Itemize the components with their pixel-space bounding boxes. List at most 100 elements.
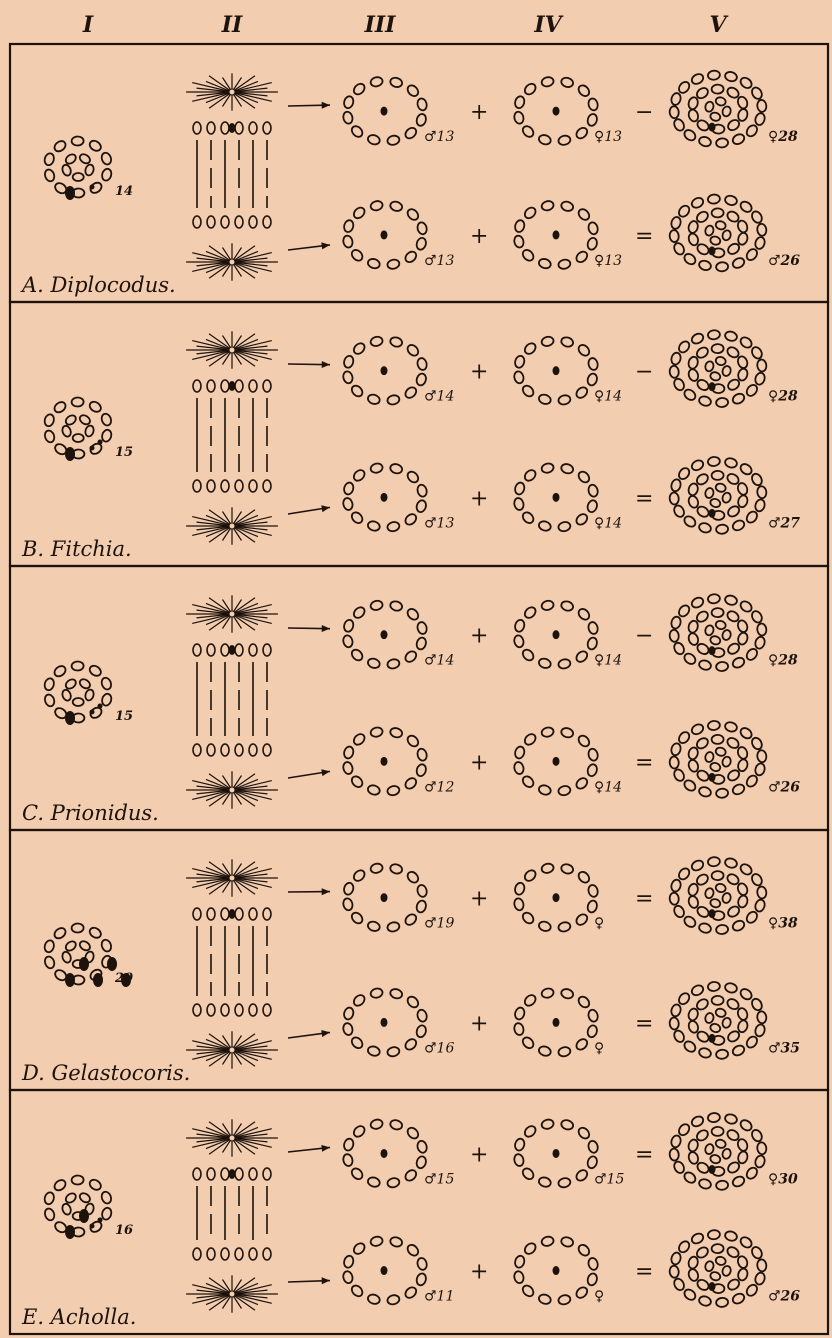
chromosome [513, 111, 525, 125]
chromosome [71, 136, 83, 145]
chromosome [352, 468, 367, 483]
chromosome [711, 471, 723, 480]
chromosome [100, 151, 113, 165]
dark-chromosome [709, 509, 716, 518]
chromosome [43, 413, 55, 427]
chromosome [574, 250, 589, 265]
chromosome [367, 393, 381, 405]
chromosome [538, 657, 552, 669]
chromosome-count: 16 [115, 1223, 133, 1238]
gamete-label: ♂13 [424, 253, 454, 269]
chromosome [711, 84, 723, 93]
chromosome [370, 462, 384, 474]
species-label: B. Fitchia. [21, 537, 132, 561]
chromosome [541, 1235, 555, 1247]
chromosome [709, 111, 721, 122]
chromosome [682, 915, 697, 930]
chromosome [521, 774, 536, 789]
chromosome [560, 863, 574, 875]
spermatocyte-cluster: 20 [43, 923, 133, 987]
dark-chromosome [709, 1282, 716, 1291]
equals-sign: = [635, 1260, 653, 1285]
chromosome [416, 748, 428, 762]
spindle-figure [186, 1119, 278, 1312]
chromosome [514, 219, 526, 233]
chromosome [43, 955, 56, 969]
chromosome [101, 429, 113, 443]
chromosome [731, 919, 746, 933]
chromosome [541, 336, 555, 348]
spindle-figure [186, 595, 278, 808]
chromosome [78, 413, 92, 426]
chromosome [521, 248, 536, 263]
chromosome [61, 164, 72, 177]
central-chromosome [381, 1266, 388, 1275]
chromosome [53, 1178, 68, 1192]
chromosome [707, 857, 720, 867]
chromosome [403, 776, 418, 791]
chromosome [677, 80, 692, 95]
chromosome [687, 220, 699, 234]
chromosome [745, 1166, 760, 1181]
chromosome [670, 216, 682, 230]
chromosome [716, 397, 729, 407]
chromosome [350, 510, 365, 525]
division-top: ♂19+♀=♀38 [342, 857, 798, 935]
chromosome [682, 1039, 697, 1054]
chromosome [229, 645, 236, 655]
column-header: I [82, 12, 94, 38]
chromosome [558, 1294, 572, 1305]
chromosome [415, 113, 427, 127]
chromosome [538, 920, 552, 932]
chromosome [367, 1293, 381, 1305]
dark-chromosome [709, 773, 716, 782]
chromosome [415, 899, 427, 913]
chromosome [73, 173, 84, 181]
chromosome [61, 425, 72, 438]
chromosome [61, 1203, 72, 1216]
chromosome [721, 1265, 732, 1277]
dark-chromosome [709, 123, 716, 132]
chromosome [677, 339, 692, 354]
chromosome [523, 205, 538, 220]
chromosome [389, 336, 403, 348]
large-chromosome [65, 186, 75, 200]
chromosome [750, 736, 764, 751]
chromosome [736, 1007, 749, 1021]
spindle-figure [186, 331, 278, 544]
chromosome [586, 237, 598, 251]
chromosome [541, 76, 555, 88]
chromosome [405, 207, 420, 222]
chromosome [78, 1191, 92, 1204]
chromosome [101, 168, 113, 182]
aster-icon [186, 331, 278, 368]
chromosome [513, 634, 525, 648]
equals-sign: = [635, 750, 653, 775]
chromosome [229, 381, 236, 391]
chromosome [343, 1138, 355, 1152]
chromosome [88, 139, 103, 153]
column-header: II [221, 12, 243, 38]
chromosome [698, 1178, 712, 1190]
chromosome [687, 1020, 700, 1034]
chromosome [558, 921, 572, 932]
chromosome [523, 468, 538, 483]
chromosome [754, 236, 766, 250]
chromosome [687, 620, 699, 634]
chromosome [586, 372, 598, 386]
chromosome [716, 262, 729, 272]
chromosome [736, 746, 749, 760]
chromosome [687, 232, 700, 246]
chromosome [687, 895, 700, 909]
chromosome [389, 463, 403, 475]
chromosome-count: 20 [114, 971, 133, 986]
equals-sign: = [635, 486, 653, 511]
chromosome [370, 76, 384, 88]
chromosome [709, 762, 721, 773]
central-chromosome [381, 493, 388, 502]
chromosome [587, 357, 599, 371]
panel-a: 14♂13+♀13−♀28♂13+♀13=♂26A. Diplocodus. [10, 44, 828, 302]
chromosome [670, 478, 682, 492]
chromosome [521, 1035, 536, 1050]
chromosome [350, 384, 365, 399]
